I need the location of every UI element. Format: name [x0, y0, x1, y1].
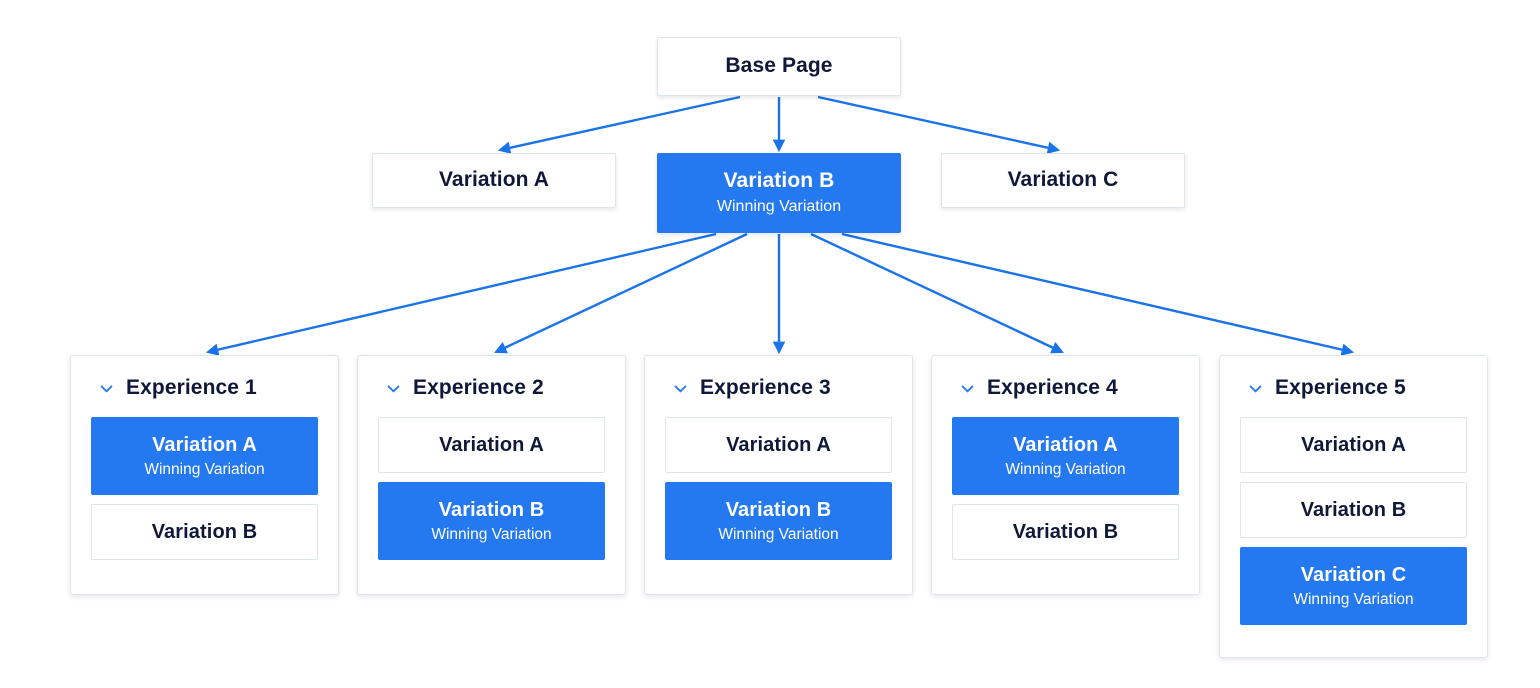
- variation-list: Variation A Variation B Winning Variation: [665, 417, 892, 560]
- experience-card-1[interactable]: Experience 1 Variation A Winning Variation…: [70, 355, 339, 595]
- edge-base-to-variation-c: [817, 95, 1061, 154]
- variation-name: Variation A: [152, 433, 257, 456]
- node-title: Variation A: [438, 168, 550, 192]
- variation-item[interactable]: Variation B: [91, 504, 318, 560]
- variation-name: Variation B: [438, 498, 545, 521]
- chevron-down-icon[interactable]: [98, 380, 115, 397]
- winning-variation-label: Winning Variation: [144, 460, 265, 478]
- variation-name: Variation A: [1301, 434, 1406, 456]
- experience-header[interactable]: Experience 2: [378, 376, 605, 400]
- experience-title: Experience 3: [700, 376, 831, 399]
- winning-variation-label: Winning Variation: [718, 525, 839, 543]
- variation-name: Variation B: [725, 498, 832, 521]
- node-title: Variation B: [723, 169, 835, 193]
- experience-card-3[interactable]: Experience 3 Variation A Variation B Winnin…: [644, 355, 913, 595]
- chevron-down-icon[interactable]: [672, 380, 689, 397]
- chevron-down-icon[interactable]: [1247, 380, 1264, 397]
- node-title: Base Page: [725, 54, 833, 78]
- edge-variation-b-to-experience-1: [205, 232, 717, 356]
- variation-item[interactable]: Variation B: [1240, 482, 1467, 538]
- winning-variation-label: Winning Variation: [716, 197, 842, 215]
- edge-variation-b-to-experience-5: [841, 232, 1355, 356]
- edge-base-to-variation-a: [497, 95, 741, 154]
- experience-header[interactable]: Experience 5: [1240, 376, 1467, 400]
- variation-name: Variation A: [1013, 433, 1118, 456]
- variation-item[interactable]: Variation A Winning Variation: [91, 417, 318, 495]
- node-variation-a[interactable]: Variation A: [372, 153, 616, 208]
- variation-item[interactable]: Variation B Winning Variation: [665, 482, 892, 560]
- variation-item[interactable]: Variation C Winning Variation: [1240, 547, 1467, 625]
- variation-name: Variation B: [151, 521, 258, 543]
- variation-list: Variation A Variation B Variation C Winning…: [1240, 417, 1467, 625]
- chevron-down-icon[interactable]: [959, 380, 976, 397]
- variation-item[interactable]: Variation A: [665, 417, 892, 473]
- experience-title: Experience 1: [126, 376, 257, 399]
- variation-item[interactable]: Variation A: [1240, 417, 1467, 473]
- winning-variation-label: Winning Variation: [1005, 460, 1126, 478]
- variation-item[interactable]: Variation A: [378, 417, 605, 473]
- winning-variation-label: Winning Variation: [431, 525, 552, 543]
- chevron-down-icon[interactable]: [385, 380, 402, 397]
- variation-list: Variation A Variation B Winning Variation: [378, 417, 605, 560]
- edge-variation-b-to-experience-4: [810, 232, 1064, 354]
- variation-item[interactable]: Variation B Winning Variation: [378, 482, 605, 560]
- experience-header[interactable]: Experience 1: [91, 376, 318, 400]
- experience-header[interactable]: Experience 3: [665, 376, 892, 400]
- variation-name: Variation B: [1012, 521, 1119, 543]
- experience-title: Experience 4: [987, 376, 1118, 399]
- node-title: Variation C: [1007, 168, 1119, 192]
- variation-item[interactable]: Variation B: [952, 504, 1179, 560]
- node-variation-b[interactable]: Variation B Winning Variation: [657, 153, 901, 233]
- experience-title: Experience 2: [413, 376, 544, 399]
- winning-variation-label: Winning Variation: [1293, 590, 1414, 608]
- variation-name: Variation B: [1300, 499, 1407, 521]
- experience-header[interactable]: Experience 4: [952, 376, 1179, 400]
- variation-item[interactable]: Variation A Winning Variation: [952, 417, 1179, 495]
- edge-variation-b-to-experience-2: [494, 232, 748, 354]
- variation-name: Variation A: [726, 434, 831, 456]
- node-base-page[interactable]: Base Page: [657, 37, 901, 96]
- experience-card-2[interactable]: Experience 2 Variation A Variation B Winnin…: [357, 355, 626, 595]
- variation-name: Variation C: [1300, 563, 1407, 586]
- experience-title: Experience 5: [1275, 376, 1406, 399]
- node-variation-c[interactable]: Variation C: [941, 153, 1185, 208]
- variation-name: Variation A: [439, 434, 544, 456]
- experience-card-4[interactable]: Experience 4 Variation A Winning Variation…: [931, 355, 1200, 595]
